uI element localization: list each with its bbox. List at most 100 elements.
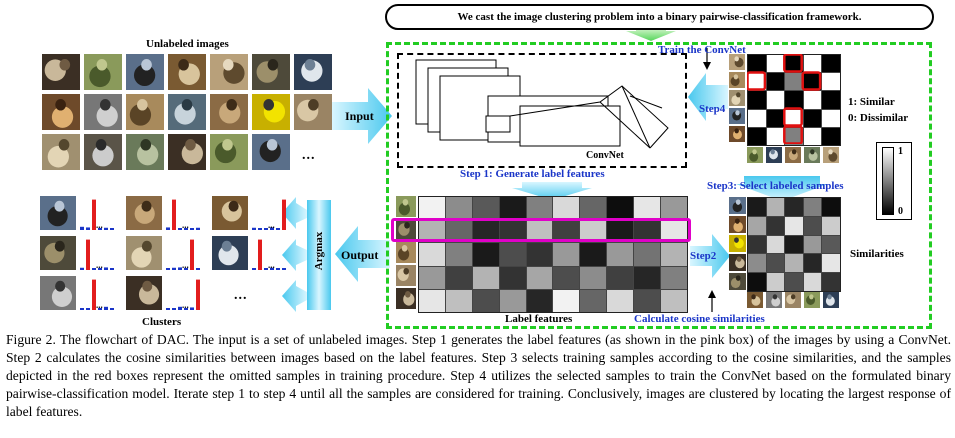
matrix-cell (445, 266, 472, 289)
matrix-cell (580, 220, 607, 243)
matrix-cell (766, 254, 785, 273)
dissimilar-legend: 0: Dissimilar (848, 112, 909, 124)
photo-thumbnail (212, 196, 248, 230)
histogram-bar (190, 239, 194, 270)
matrix-cell (748, 73, 766, 91)
histogram-bar (104, 227, 108, 230)
step2-label: Step2 (690, 250, 717, 262)
matrix-cell (785, 127, 803, 145)
photo-thumbnail (252, 94, 290, 130)
flow-arrows (282, 27, 828, 312)
matrix-cell (785, 91, 803, 109)
banner: We cast the image clustering problem int… (385, 4, 934, 30)
histogram-bar (110, 308, 114, 310)
photo-thumbnail (396, 242, 416, 263)
histogram-bar (98, 268, 102, 270)
matrix-cell (553, 220, 580, 243)
photo-thumbnail (766, 292, 782, 308)
matrix-cell (661, 197, 687, 220)
similarities-label: Similarities (850, 248, 904, 260)
matrix-cell (661, 243, 687, 266)
omitted-sample-boxes (747, 54, 822, 144)
photo-thumbnail (766, 147, 782, 163)
matrix-cell (472, 197, 499, 220)
matrix-cell (822, 109, 840, 127)
photo-thumbnail (396, 196, 416, 217)
matrix-cell (634, 266, 661, 289)
photo-thumbnail (126, 236, 162, 270)
matrix-cell (822, 235, 840, 254)
similar-legend: 1: Similar (848, 96, 895, 108)
banner-arrow (626, 27, 676, 41)
matrix-cell (499, 289, 526, 312)
matrix-cell (472, 243, 499, 266)
photo-thumbnail (396, 265, 416, 286)
kernel-window (485, 115, 511, 133)
omitted-sample-box (783, 125, 803, 144)
argmax-arrow-mid (282, 239, 307, 271)
photo-thumbnail (126, 276, 162, 310)
clusters-title: Clusters (142, 316, 182, 328)
histogram-bar (92, 268, 96, 270)
histogram-bar (184, 268, 188, 270)
matrix-cell (766, 55, 785, 73)
matrix-cell (553, 266, 580, 289)
photo-thumbnail (785, 292, 801, 308)
histogram-bar (270, 227, 274, 230)
photo-thumbnail (396, 288, 416, 309)
photo-thumbnail (126, 134, 164, 170)
label-histogram: ... (80, 199, 114, 230)
matrix-cell (785, 55, 803, 73)
histogram-bar (80, 267, 84, 270)
label-histogram: ... (166, 279, 200, 310)
histogram-bar (264, 228, 268, 230)
photo-thumbnail (729, 54, 745, 70)
matrix-cell (748, 127, 766, 145)
matrix-cell (766, 73, 785, 91)
histogram-bar (190, 228, 194, 230)
input-label: Input (345, 109, 374, 123)
matrix-cell (607, 266, 634, 289)
matrix-cell (822, 55, 840, 73)
histogram-bar (258, 228, 262, 230)
photo-thumbnail (84, 94, 122, 130)
matrix-cell (445, 220, 472, 243)
matrix-cell (766, 216, 785, 235)
photo-thumbnail (729, 126, 745, 142)
convnet-label: ConvNet (586, 150, 624, 161)
photo-thumbnail (40, 276, 76, 310)
histogram-bar (264, 268, 268, 270)
matrix-cell (445, 243, 472, 266)
histogram-bar (86, 239, 90, 270)
histogram-bar (252, 227, 256, 230)
matrix-cell (580, 243, 607, 266)
histogram-bar (252, 268, 256, 270)
matrix-cell (634, 197, 661, 220)
matrix-cell (785, 73, 803, 91)
histogram-bar (104, 306, 108, 310)
histogram-bar (166, 268, 170, 270)
matrix-cell (785, 109, 803, 127)
photo-thumbnail (729, 235, 746, 252)
matrix-cell (766, 91, 785, 109)
matrix-cell (553, 197, 580, 220)
histogram-ellipsis: ... (96, 220, 103, 230)
matrix-cell (553, 289, 580, 312)
matrix-cell (634, 289, 661, 312)
histogram-bar (196, 279, 200, 310)
matrix-cell (803, 254, 822, 273)
photo-thumbnail (126, 54, 164, 90)
matrix-cell (785, 235, 803, 254)
histogram-bar (196, 227, 200, 230)
photo-thumbnail (729, 72, 745, 88)
matrix-cell (803, 235, 822, 254)
matrix-cell (803, 109, 822, 127)
matrix-cell (748, 235, 766, 254)
convnet-diagram: ConvNet (415, 59, 669, 161)
argmax-arrow-bot (282, 280, 307, 312)
matrix-cell (822, 216, 840, 235)
histogram-bar (104, 267, 108, 270)
training-loop-frame (386, 42, 932, 329)
matrix-cell (472, 289, 499, 312)
matrix-cell (822, 127, 840, 145)
